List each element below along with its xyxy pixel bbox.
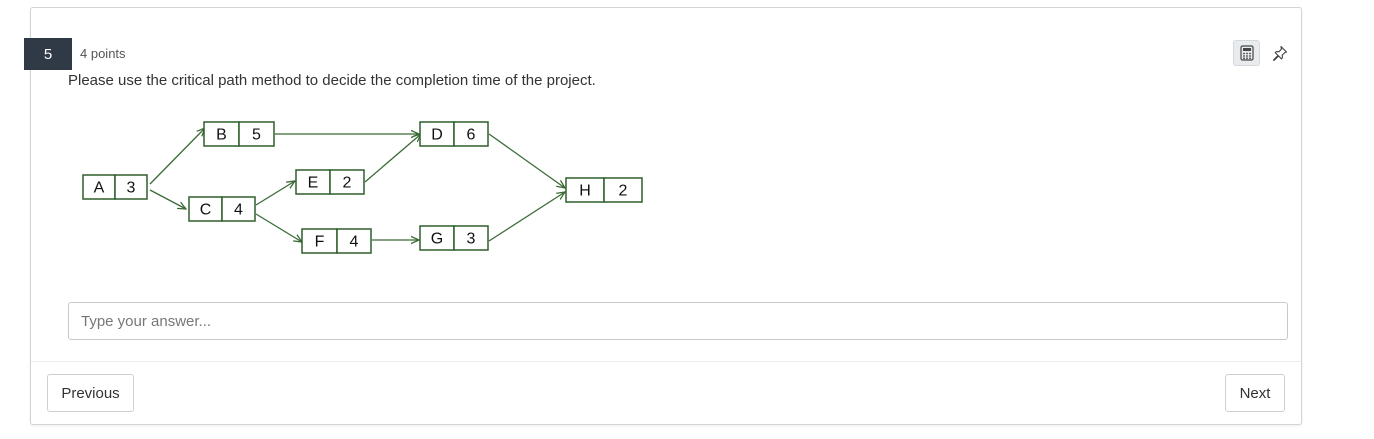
node-label: H bbox=[579, 183, 591, 200]
calculator-button[interactable] bbox=[1233, 40, 1260, 66]
pin-icon bbox=[1272, 45, 1287, 61]
calculator-icon bbox=[1239, 45, 1254, 61]
next-button[interactable]: Next bbox=[1225, 374, 1285, 412]
node-label: C bbox=[200, 202, 212, 219]
node-label: D bbox=[431, 127, 443, 144]
node-duration: 3 bbox=[467, 231, 476, 248]
node-duration: 3 bbox=[127, 180, 136, 197]
footer-divider bbox=[31, 361, 1301, 362]
node-label: A bbox=[94, 180, 105, 197]
previous-button[interactable]: Previous bbox=[47, 374, 134, 412]
edge-c-e bbox=[255, 181, 295, 206]
node-duration: 2 bbox=[619, 183, 628, 200]
node-duration: 6 bbox=[467, 127, 476, 144]
node-label: G bbox=[431, 231, 443, 248]
edge-e-d bbox=[364, 134, 421, 183]
node-label: B bbox=[216, 127, 227, 144]
question-tools bbox=[1233, 40, 1293, 66]
node-label: F bbox=[315, 234, 325, 251]
node-label: E bbox=[308, 175, 319, 192]
question-number-badge: 5 bbox=[24, 38, 72, 70]
question-points: 4 points bbox=[80, 46, 126, 61]
question-prompt: Please use the critical path method to d… bbox=[68, 72, 596, 89]
edge-a-c bbox=[149, 189, 186, 209]
node-duration: 5 bbox=[252, 127, 261, 144]
pin-button[interactable] bbox=[1266, 40, 1293, 66]
edge-c-f bbox=[255, 213, 302, 242]
edge-a-b bbox=[149, 128, 205, 185]
node-duration: 2 bbox=[343, 175, 352, 192]
edge-d-h bbox=[488, 133, 565, 188]
node-duration: 4 bbox=[234, 202, 243, 219]
edge-g-h bbox=[488, 192, 565, 242]
answer-input[interactable] bbox=[68, 302, 1288, 340]
node-duration: 4 bbox=[350, 234, 359, 251]
